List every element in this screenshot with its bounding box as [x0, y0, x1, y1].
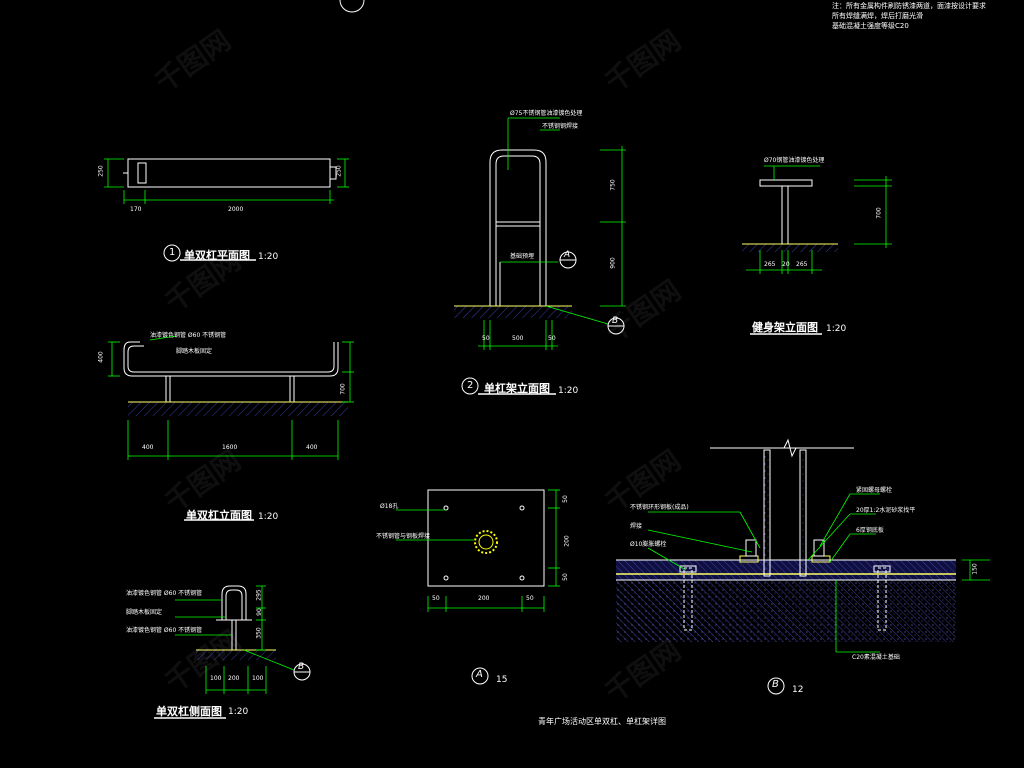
view3-dim-b2: 200	[228, 675, 240, 682]
view5-dim-b2: 20	[782, 261, 790, 268]
detailB-annotation-r4: C20素混凝土基础	[852, 654, 900, 661]
view3-annotation-3: 油漆镀色钢管 Ø60 不锈钢管	[126, 627, 203, 634]
view2-dim-b2: 1600	[222, 444, 238, 451]
detailB-annotation-l3: Ø10膨胀螺栓	[630, 541, 667, 548]
view4-dim-h1: 750	[609, 179, 617, 191]
detailA-dim-b1: 50	[432, 595, 440, 602]
view2-title: 单双杠立面图	[186, 509, 252, 522]
view3-annotation-1: 油漆镀色钢管 Ø60 不锈钢管	[126, 590, 203, 597]
view3-side-drawing	[154, 585, 311, 719]
view2-scale: 1:20	[258, 512, 279, 522]
detailA-dim-b3: 50	[526, 595, 534, 602]
detailB-ref: B	[772, 679, 779, 690]
view5-dim-b3: 265	[796, 261, 808, 268]
view4-dim-b1: 50	[482, 335, 490, 342]
footer-caption: 青年广场活动区单双杠、单杠架详图	[538, 717, 666, 726]
view3-scale: 1:20	[228, 707, 249, 717]
view2-dim-h1: 400	[97, 351, 105, 363]
view2-elevation-drawing	[108, 335, 354, 521]
detailA-dim-h2: 200	[563, 535, 571, 547]
view2-annotation-1: 油漆镀色钢管 Ø60 不锈钢管	[150, 332, 227, 339]
view1-dim-w-main: 2000	[228, 206, 244, 213]
view3-dim-h2: 90	[255, 608, 263, 616]
view2-annotation-2: 脚踏木板固定	[176, 348, 213, 355]
view1-dim-h-left: 250	[97, 165, 105, 177]
view1-dim-h-right: 250	[335, 165, 343, 177]
view4-ref-a: A	[564, 250, 571, 260]
view3-dim-b3: 100	[252, 675, 264, 682]
view4-number: 2	[467, 380, 474, 391]
view5-title: 健身架立面图	[752, 321, 818, 334]
view5-annotation-1: Ø70钢管油漆镀色处理	[764, 157, 825, 164]
view2-dim-h2: 700	[339, 383, 347, 395]
view1-title: 单双杠平面图	[184, 249, 250, 262]
detailB-annotation-r1: 紧固螺母螺栓	[856, 487, 893, 494]
view2-dim-b1: 400	[142, 444, 154, 451]
detailA-dim-h1: 50	[561, 495, 569, 503]
view3-ref-b: B	[298, 662, 305, 672]
view4-title: 单杠架立面图	[484, 382, 550, 395]
view3-dim-b1: 100	[210, 675, 222, 682]
view3-dim-h1: 295	[255, 589, 263, 601]
view1-scale: 1:20	[258, 252, 279, 262]
view3-title: 单双杠侧面图	[156, 705, 222, 718]
view4-scale: 1:20	[558, 386, 579, 396]
view5-scale: 1:20	[826, 324, 847, 334]
view4-ref-b: B	[612, 316, 619, 326]
view5-dim-h1: 700	[875, 207, 883, 219]
detailB-scale: 12	[792, 685, 804, 695]
view4-dim-h2: 900	[609, 257, 617, 269]
view4-single-bar-drawing	[454, 117, 626, 395]
view5-dim-b1: 265	[764, 261, 776, 268]
header-note-line2: 所有焊缝满焊，焊后打磨光滑	[832, 12, 923, 20]
header-note-line1: 注：所有金属构件刷防锈漆两道，面漆按设计要求	[832, 2, 986, 10]
detailA-annotation-2: 不锈钢管与钢板焊接	[376, 533, 431, 540]
top-section-symbol	[339, 0, 365, 13]
detailB-annotation-l2: 焊接	[630, 523, 643, 530]
detailA-ref: A	[476, 669, 483, 680]
detailA-dim-b2: 200	[478, 595, 490, 602]
view5-fitness-stand-drawing	[742, 165, 892, 335]
view1-plan-drawing	[104, 158, 349, 262]
view1-dim-w-left: 170	[130, 206, 142, 213]
view4-annotation-2: 不锈钢钢焊接	[542, 123, 579, 130]
view1-number: 1	[169, 247, 176, 258]
detailA-dim-h3: 50	[561, 573, 569, 581]
view4-dim-b3: 50	[548, 335, 556, 342]
detailB-annotation-r3: 6厚钢底板	[856, 527, 884, 534]
detailB-annotation-r2: 20厚1:2水泥砂浆找平	[856, 507, 916, 514]
detailA-scale: 15	[496, 675, 508, 685]
view2-dim-b3: 400	[306, 444, 318, 451]
view4-annotation-3: 基础预埋	[510, 253, 535, 260]
detailB-base-drawing	[616, 438, 990, 695]
detailA-annotation-1: Ø18孔	[380, 503, 399, 510]
detailB-dim-h1: 150	[971, 563, 979, 575]
view3-annotation-2: 脚踏木板固定	[126, 609, 163, 616]
view3-dim-h3: 350	[255, 627, 263, 639]
view4-annotation-1: Ø75不锈钢管油漆镀色处理	[510, 110, 583, 117]
header-note-line3: 基础混凝土强度等级C20	[832, 22, 909, 30]
view4-dim-b2: 500	[512, 335, 524, 342]
detailA-plate-drawing	[396, 489, 560, 685]
detailB-annotation-l1: 不锈钢环形钢板(成品)	[630, 504, 689, 511]
